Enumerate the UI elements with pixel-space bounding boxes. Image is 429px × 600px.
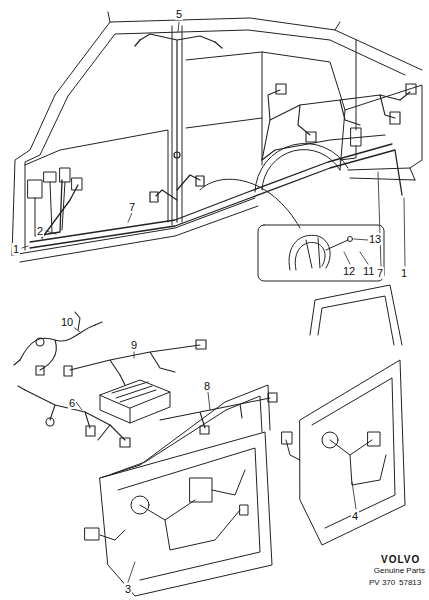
callout-number: 3 (124, 583, 132, 595)
brand-name: VOLVO (380, 554, 421, 566)
pointer-curve (200, 179, 300, 228)
callout-number: 6 (68, 397, 76, 409)
callout-number: 7 (128, 201, 136, 213)
callout-number: 4 (351, 510, 359, 522)
callout-number: 9 (130, 339, 138, 351)
brand-subtitle: Genuine Parts (373, 566, 426, 575)
callout-number: 2 (36, 225, 44, 237)
kick-panel-connectors (28, 168, 82, 236)
instrument-harness (18, 386, 130, 447)
part-reference: 57813 (398, 578, 422, 587)
rear-harness (262, 84, 416, 160)
dash-harness (64, 340, 206, 385)
front-door (85, 385, 272, 596)
callout-number: 12 (342, 265, 356, 277)
callout-number: 5 (175, 8, 183, 20)
floor-harness (30, 144, 402, 248)
part-reference: PV 370 (368, 578, 396, 587)
callout-number: 1 (12, 243, 20, 255)
roof-harness (135, 34, 222, 222)
callout-number: 7 (376, 267, 384, 279)
clip-inset (258, 225, 384, 281)
callout-number: 13 (368, 233, 382, 245)
callout-number: 11 (362, 265, 375, 277)
rear-door (282, 285, 405, 545)
callout-number: 1 (400, 267, 408, 279)
fuse-box (100, 380, 170, 423)
leader-lines (22, 22, 405, 582)
door-feed-harness (160, 393, 277, 434)
callout-number: 8 (203, 380, 211, 392)
callout-number: 10 (60, 316, 74, 328)
